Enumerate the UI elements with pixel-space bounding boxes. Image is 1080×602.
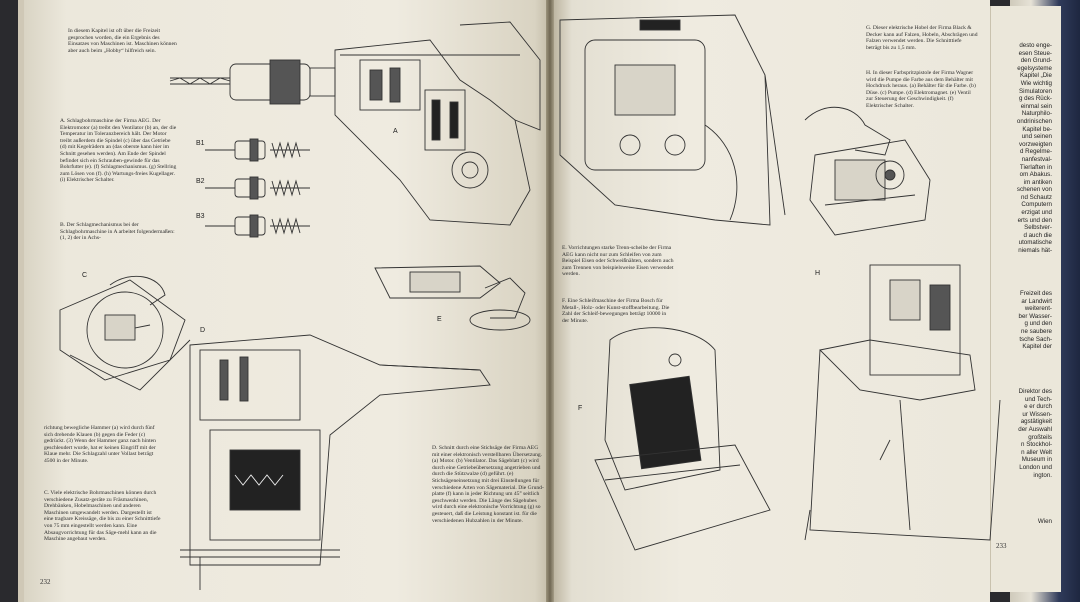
next-page-text-line: Wien [1037, 518, 1052, 525]
next-page-text-line: Tierlaften in [1019, 163, 1052, 171]
next-page-edge [990, 6, 1061, 592]
fig-label-b3: B3 [196, 213, 205, 220]
next-page-text-line: schenen von [1016, 186, 1052, 194]
fig-label-c: C [82, 272, 88, 279]
next-page-text-line: niemals hät- [1018, 247, 1052, 255]
next-page-text-line: Freizeit des [1020, 290, 1052, 297]
caption-d: D. Schnitt durch eine Stichsäge der Firm… [432, 445, 544, 524]
caption-g: G. Dieser elektrische Hobel der Firma Bl… [866, 25, 978, 51]
next-page-text-line: esen Steue- [1018, 49, 1052, 57]
next-page-text-line: einmal sein [1020, 102, 1052, 110]
intro-text: In diesem Kapitel ist oft über die Freiz… [68, 28, 177, 54]
next-page-text-line: nanfestval- [1021, 155, 1052, 163]
next-page-text-line: London und [1019, 463, 1052, 471]
next-page-text-line: n Stockhol- [1021, 441, 1052, 449]
next-page-text-line: d auch die [1023, 231, 1052, 239]
paint-spray-gun-illustration [804, 264, 1001, 541]
next-page-text-line: ondrinischen [1016, 117, 1052, 125]
next-page-text-line: weiterent- [1024, 305, 1052, 313]
next-page-text-line: Wie wichtig [1020, 79, 1052, 87]
next-page-text-line: Computern [1021, 201, 1052, 209]
next-page-text-line: Kapitel be- [1022, 125, 1052, 133]
next-page-text-line: vorzweigten [1018, 140, 1052, 148]
next-page-text-line: ar Landwirt [1021, 297, 1052, 305]
next-page-text-line: ber Wasser- [1018, 312, 1052, 320]
fig-label-h: H [815, 270, 821, 277]
next-page-text-line: ne saubere [1021, 327, 1052, 335]
book-gutter [546, 0, 554, 602]
next-page-text-line: utomatische [1018, 239, 1052, 247]
next-page-text-line: Naturphilo- [1021, 110, 1052, 118]
angle-grinder-illustration [374, 265, 531, 331]
next-page-text-line: der Auswahl [1018, 425, 1052, 433]
fig-label-f: F [578, 405, 583, 412]
next-page-text-line: Selbstver- [1024, 224, 1052, 232]
caption-h: H. In dieser Farbspritzpistole der Firma… [866, 70, 976, 109]
next-page-text-line: Simulatoren [1018, 87, 1052, 95]
next-page-text-line: e er durch [1024, 403, 1052, 411]
next-page-text-line: großteils [1028, 433, 1052, 441]
caption-f: F. Eine Schleifmaschine der Firma Bosch … [562, 298, 670, 324]
next-page-text-line: d Regelme- [1020, 148, 1052, 156]
hammer-mechanism-illustration [205, 138, 310, 238]
fig-label-b2: B2 [196, 178, 205, 185]
next-page-text-top: desto enge-esen Steue-den Grund-egelsyst… [1000, 42, 1052, 255]
next-page-text-line: n aller Welt [1021, 448, 1052, 456]
fig-label-b1: B1 [196, 140, 205, 147]
caption-c: C. Viele elektrische Bohrmaschinen könne… [44, 490, 161, 543]
next-page-text-line: tsche Sach- [1019, 335, 1052, 343]
caption-b-continued: richtung bewegliche Hammer (a) wird durc… [44, 425, 156, 464]
next-page-text-line: om Abakus. [1019, 171, 1052, 179]
circular-saw-illustration [59, 275, 191, 391]
next-page-text-line: erts und den [1017, 216, 1052, 224]
fig-label-d: D [200, 327, 206, 334]
next-page-text-line: agstätigkeit [1020, 418, 1052, 426]
hammer-drill-illustration [169, 21, 541, 226]
next-page-text-line: Kapitel „Die [1020, 72, 1052, 80]
caption-a: A. Schlagbohrmaschine der Firma AEG. Der… [60, 118, 177, 184]
next-page-text-line: und Tech- [1024, 395, 1052, 403]
next-page-text-line: und seinen [1021, 133, 1052, 141]
next-page-text-line: ur Wissen- [1022, 410, 1052, 418]
fig-label-a: A [393, 128, 398, 135]
page-number-right: 233 [996, 542, 1007, 550]
next-page-text-line: g des Rück- [1018, 95, 1052, 103]
electric-planer-illustration [804, 106, 931, 236]
orbital-sander-illustration [594, 327, 771, 551]
next-page-text-line: nd Schautz [1021, 193, 1052, 201]
next-page-text-line: den Grund- [1020, 57, 1052, 65]
tool-housing-cutaway-illustration [559, 14, 786, 226]
next-page-text-line: g und den [1024, 320, 1052, 328]
next-page-text-line: egelsysteme [1017, 64, 1052, 72]
caption-e: E. Vorrichtungen starke Trenn-scheibe de… [562, 245, 674, 278]
caption-b: B. Der Schlagmechanismus bei der Schlagb… [60, 222, 175, 242]
next-page-text-line: desto enge- [1019, 42, 1052, 49]
next-page-text-line: ington. [1033, 471, 1052, 479]
next-page-text-line: Kapitel der [1022, 343, 1052, 351]
fig-label-e: E [437, 316, 442, 323]
jigsaw-illustration [180, 334, 491, 590]
next-page-text-line: im antiken [1023, 178, 1052, 186]
next-page-text-line: Museum in [1021, 456, 1052, 464]
next-page-text-line: Direktor des [1018, 388, 1052, 395]
next-page-text-line: erzigat und [1021, 209, 1052, 217]
page-number-left: 232 [40, 578, 51, 586]
next-page-text-foot: Wien [1000, 518, 1052, 526]
